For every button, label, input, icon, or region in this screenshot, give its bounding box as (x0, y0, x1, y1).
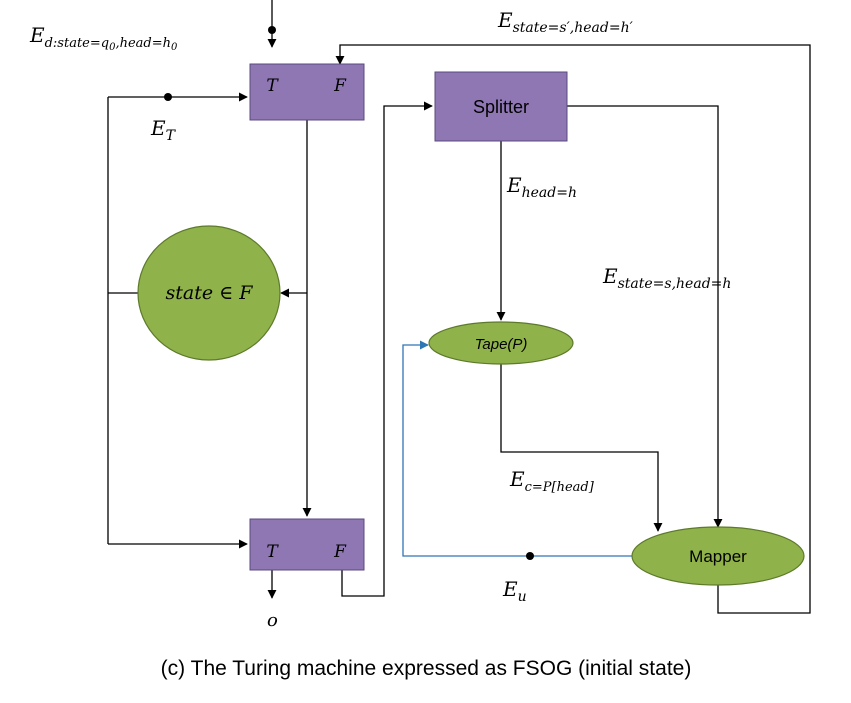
bottom-node-port-t: T (266, 542, 279, 562)
top-node-port-f: F (333, 76, 347, 96)
tape-label: Tape(P) (475, 336, 528, 353)
state-head-edge-label: Estate=s,head=h (602, 264, 731, 292)
bottom-node: T F (249, 518, 365, 571)
update-token (526, 552, 534, 560)
bottom-node-port-f: F (333, 542, 347, 562)
feedback-edge-label: Estate=s′,head=h′ (497, 8, 634, 36)
bottom-f-to-splitter-edge (341, 101, 433, 597)
update-edge-label: Eu (502, 577, 527, 605)
update-edge (402, 340, 632, 557)
top-node-port-t: T (266, 76, 279, 96)
state-check-label: state ∈ F (166, 282, 254, 304)
input-token (268, 26, 276, 34)
mapper-node: Mapper (631, 526, 805, 586)
input-edge-label: Ed:state=q0,head=h0 (29, 23, 178, 53)
tape-node: Tape(P) (428, 321, 574, 365)
mapper-label: Mapper (689, 547, 747, 566)
c-value-edge-label: Ec=P[head] (509, 467, 595, 495)
top-node: T F (249, 63, 365, 121)
splitter-node: Splitter (434, 71, 568, 142)
e-t-token (164, 93, 172, 101)
c-value-edge (500, 364, 663, 532)
figure-caption: (c) The Turing machine expressed as FSOG… (161, 657, 692, 680)
e-t-edge-label: ET (150, 116, 177, 144)
output-label: o (267, 610, 278, 631)
head-edge-label: Ehead=h (506, 173, 577, 201)
feedback-edge (335, 44, 811, 614)
splitter-label: Splitter (473, 97, 529, 117)
state-head-edge (567, 105, 723, 528)
state-check-node: state ∈ F (137, 225, 281, 361)
